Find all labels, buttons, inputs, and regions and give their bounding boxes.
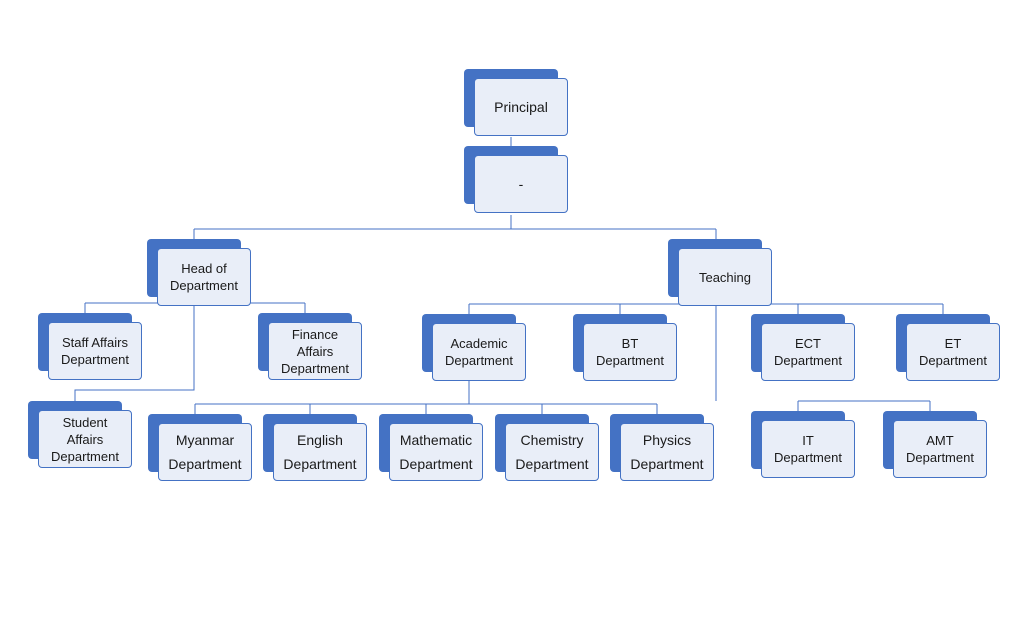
connector-academic-bus — [194, 372, 658, 414]
node-label: Head of Department — [170, 261, 238, 293]
connector-vice-bus — [193, 215, 717, 239]
connector-hod-student — [74, 303, 195, 401]
node-label: Staff Affairs Department — [61, 335, 129, 367]
node-label: ECT Department — [774, 336, 842, 368]
node-label: - — [518, 176, 524, 192]
node-label: Principal — [494, 99, 548, 115]
node-label: Chemistry Department — [515, 432, 589, 472]
node-label: Academic Department — [445, 336, 513, 368]
node-label: Teaching — [698, 269, 752, 285]
node-label: Physics Department — [630, 432, 704, 472]
node-label: ET Department — [919, 336, 987, 368]
node-label: AMT Department — [906, 433, 974, 465]
node-label: Finance Affairs Department — [281, 326, 349, 376]
node-label: IT Department — [774, 433, 842, 465]
node-label: English Department — [283, 432, 357, 472]
node-label: Myanmar Department — [168, 432, 242, 472]
node-label: Mathematic Department — [399, 432, 473, 472]
node-label: Student Affairs Department — [51, 414, 119, 464]
node-label: BT Department — [596, 336, 664, 368]
connector-teaching-it-amt — [715, 304, 931, 411]
